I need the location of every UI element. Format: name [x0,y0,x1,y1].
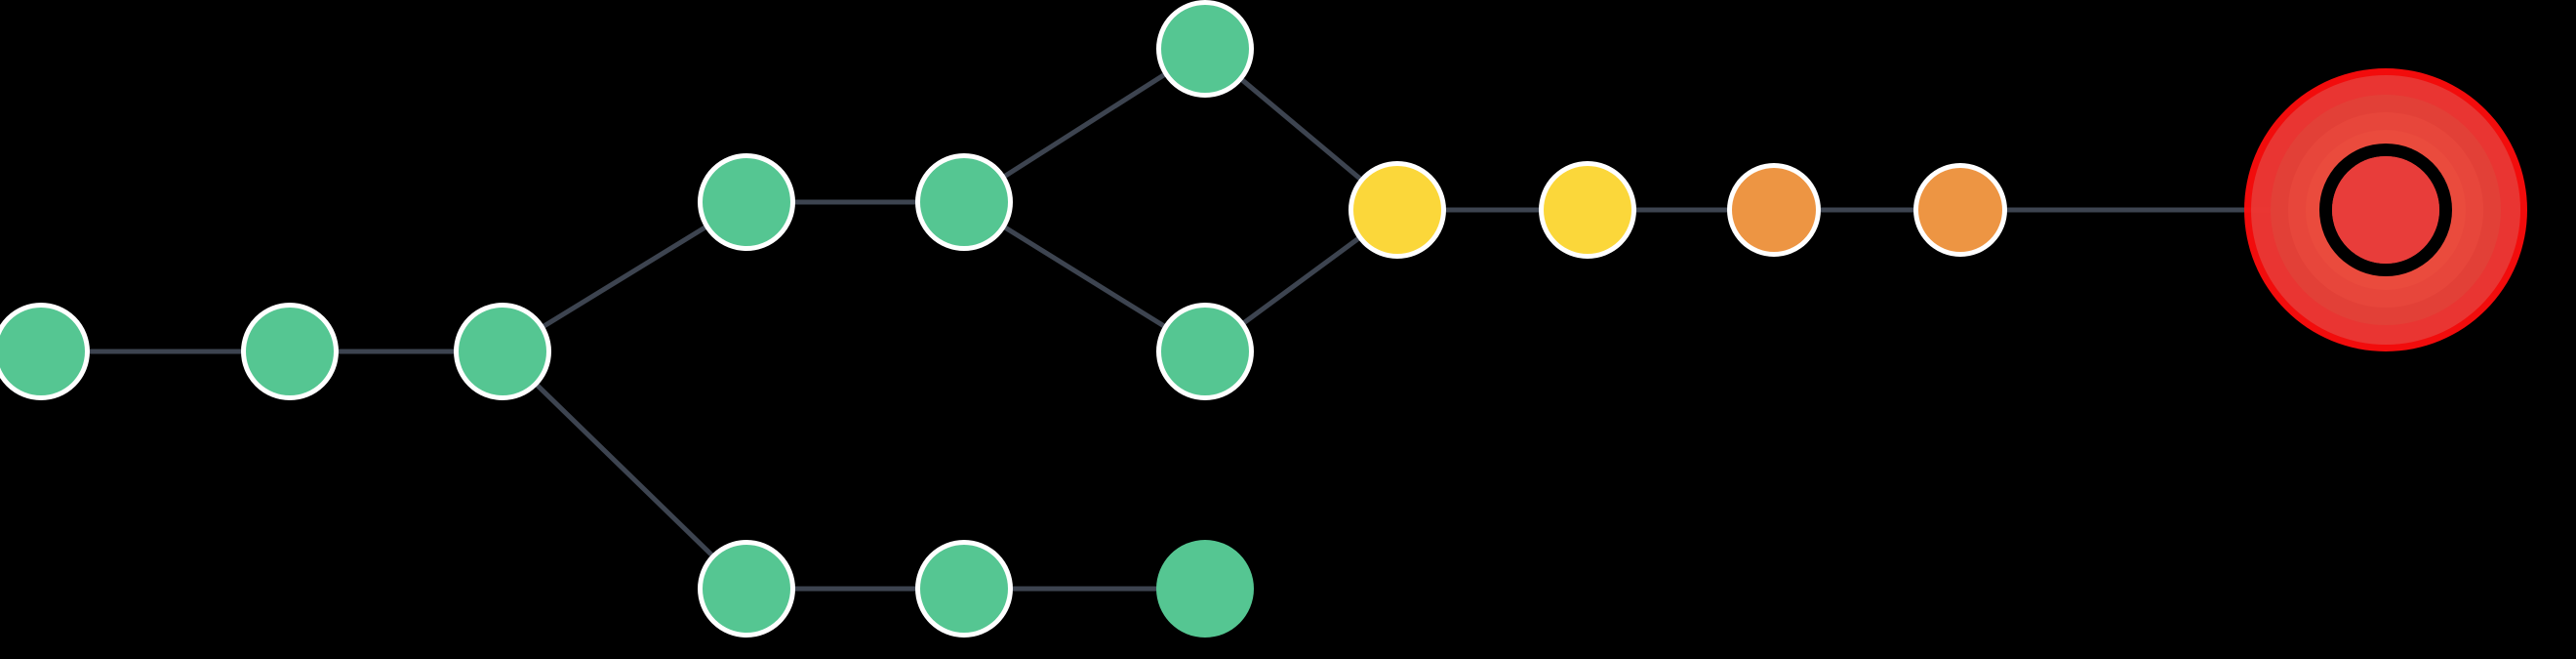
graph-node-node-11[interactable] [1913,163,2007,257]
graph-node-node-15[interactable] [1156,540,1254,638]
graph-node-node-7[interactable] [1156,303,1254,400]
graph-node-node-8[interactable] [1348,161,1446,259]
graph-node-node-14[interactable] [915,540,1013,638]
graph-node-node-10[interactable] [1727,163,1821,257]
graph-node-node-9[interactable] [1539,161,1636,259]
graph-node-node-12[interactable] [2332,156,2439,264]
graph-node-node-13[interactable] [698,540,795,638]
graph-node-node-1[interactable] [0,303,90,400]
graph-node-node-4[interactable] [698,153,795,251]
graph-node-node-6[interactable] [1156,0,1254,98]
graph-node-node-3[interactable] [454,303,551,400]
graph-edge [501,350,748,591]
graph-node-node-2[interactable] [241,303,339,400]
graph-node-node-5[interactable] [915,153,1013,251]
